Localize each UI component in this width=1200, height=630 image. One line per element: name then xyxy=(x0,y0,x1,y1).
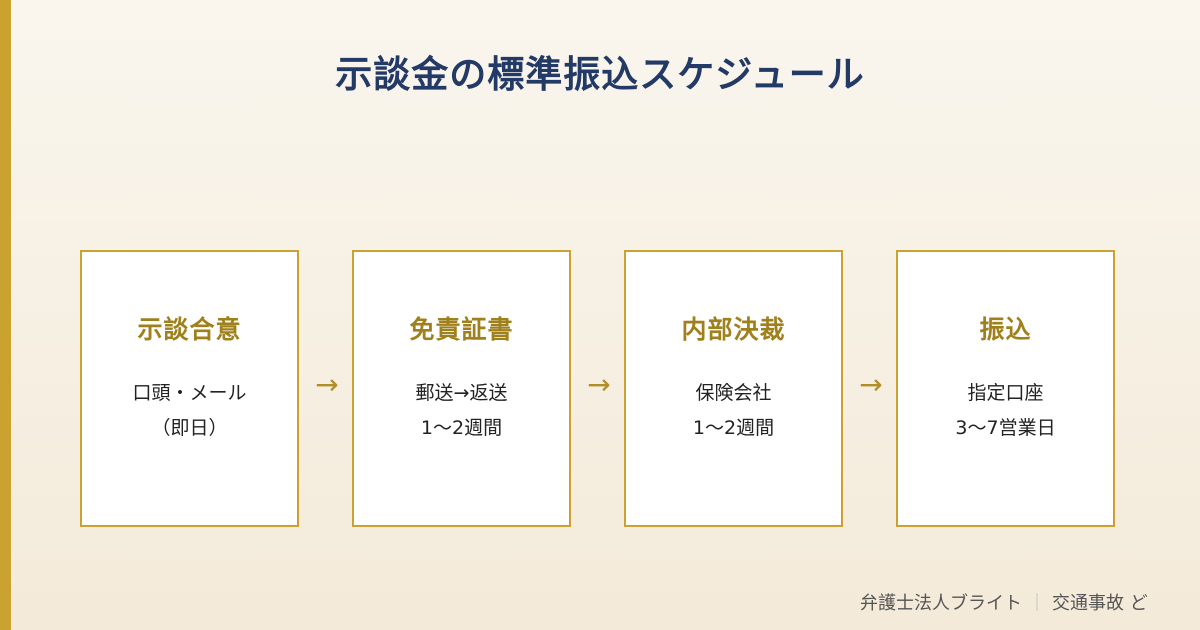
step-detail: 指定口座 xyxy=(967,382,1044,404)
step-detail: 3〜7営業日 xyxy=(955,417,1056,439)
step-heading: 示談合意 xyxy=(137,315,242,344)
step-detail: 1〜2週間 xyxy=(692,417,775,439)
step-heading: 振込 xyxy=(979,315,1032,344)
step-detail: 1〜2週間 xyxy=(420,417,503,439)
step-card-release-document: 免責証書 郵送→返送 1〜2週間 xyxy=(352,250,571,527)
step-detail: （即日） xyxy=(151,417,228,439)
step-heading: 内部決裁 xyxy=(681,315,786,344)
step-detail: 保険会社 xyxy=(695,382,772,404)
step-detail: 口頭・メール xyxy=(132,382,247,404)
step-heading: 免責証書 xyxy=(409,315,514,344)
firm-name: 弁護士法人ブライト xyxy=(860,593,1022,614)
step-card-agreement: 示談合意 口頭・メール （即日） xyxy=(80,250,299,527)
arrow-icon: → xyxy=(587,368,611,401)
step-card-internal-approval: 内部決裁 保険会社 1〜2週間 xyxy=(624,250,843,527)
step-detail: 郵送→返送 xyxy=(415,382,508,404)
footer-section: 交通事故 ど xyxy=(1052,593,1148,614)
arrow-icon: → xyxy=(315,368,339,401)
footer-separator: ｜ xyxy=(1028,593,1046,614)
page-title: 示談金の標準振込スケジュール xyxy=(335,53,865,96)
footer-credit: 弁護士法人ブライト ｜ 交通事故 ど xyxy=(860,589,1200,615)
step-card-transfer: 振込 指定口座 3〜7営業日 xyxy=(896,250,1115,527)
arrow-icon: → xyxy=(859,368,883,401)
left-accent-bar xyxy=(0,0,11,630)
